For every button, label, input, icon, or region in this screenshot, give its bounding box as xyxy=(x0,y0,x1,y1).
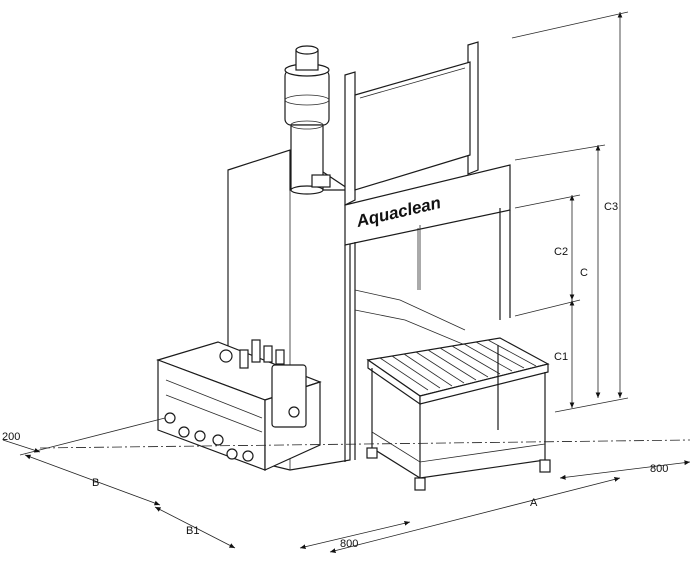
dim-label-b: B xyxy=(92,477,99,489)
wash-chamber xyxy=(344,208,511,462)
dim-label-c1: C1 xyxy=(554,351,568,363)
dim-label-a: A xyxy=(530,497,538,509)
valve-row xyxy=(164,412,254,462)
dim-label-800-right: 800 xyxy=(650,463,668,475)
dimension-lines xyxy=(2,11,691,553)
dim-label-c: C xyxy=(580,267,588,279)
dim-label-200: 200 xyxy=(2,431,20,443)
dim-label-800-front: 800 xyxy=(340,538,358,550)
upper-frame xyxy=(344,41,511,246)
motor-unit xyxy=(284,45,331,195)
dim-label-c3: C3 xyxy=(604,201,618,213)
dim-label-c2: C2 xyxy=(554,246,568,258)
roller-conveyor xyxy=(366,337,551,491)
pump-unit xyxy=(156,339,322,471)
dim-label-b1: B1 xyxy=(186,525,199,537)
